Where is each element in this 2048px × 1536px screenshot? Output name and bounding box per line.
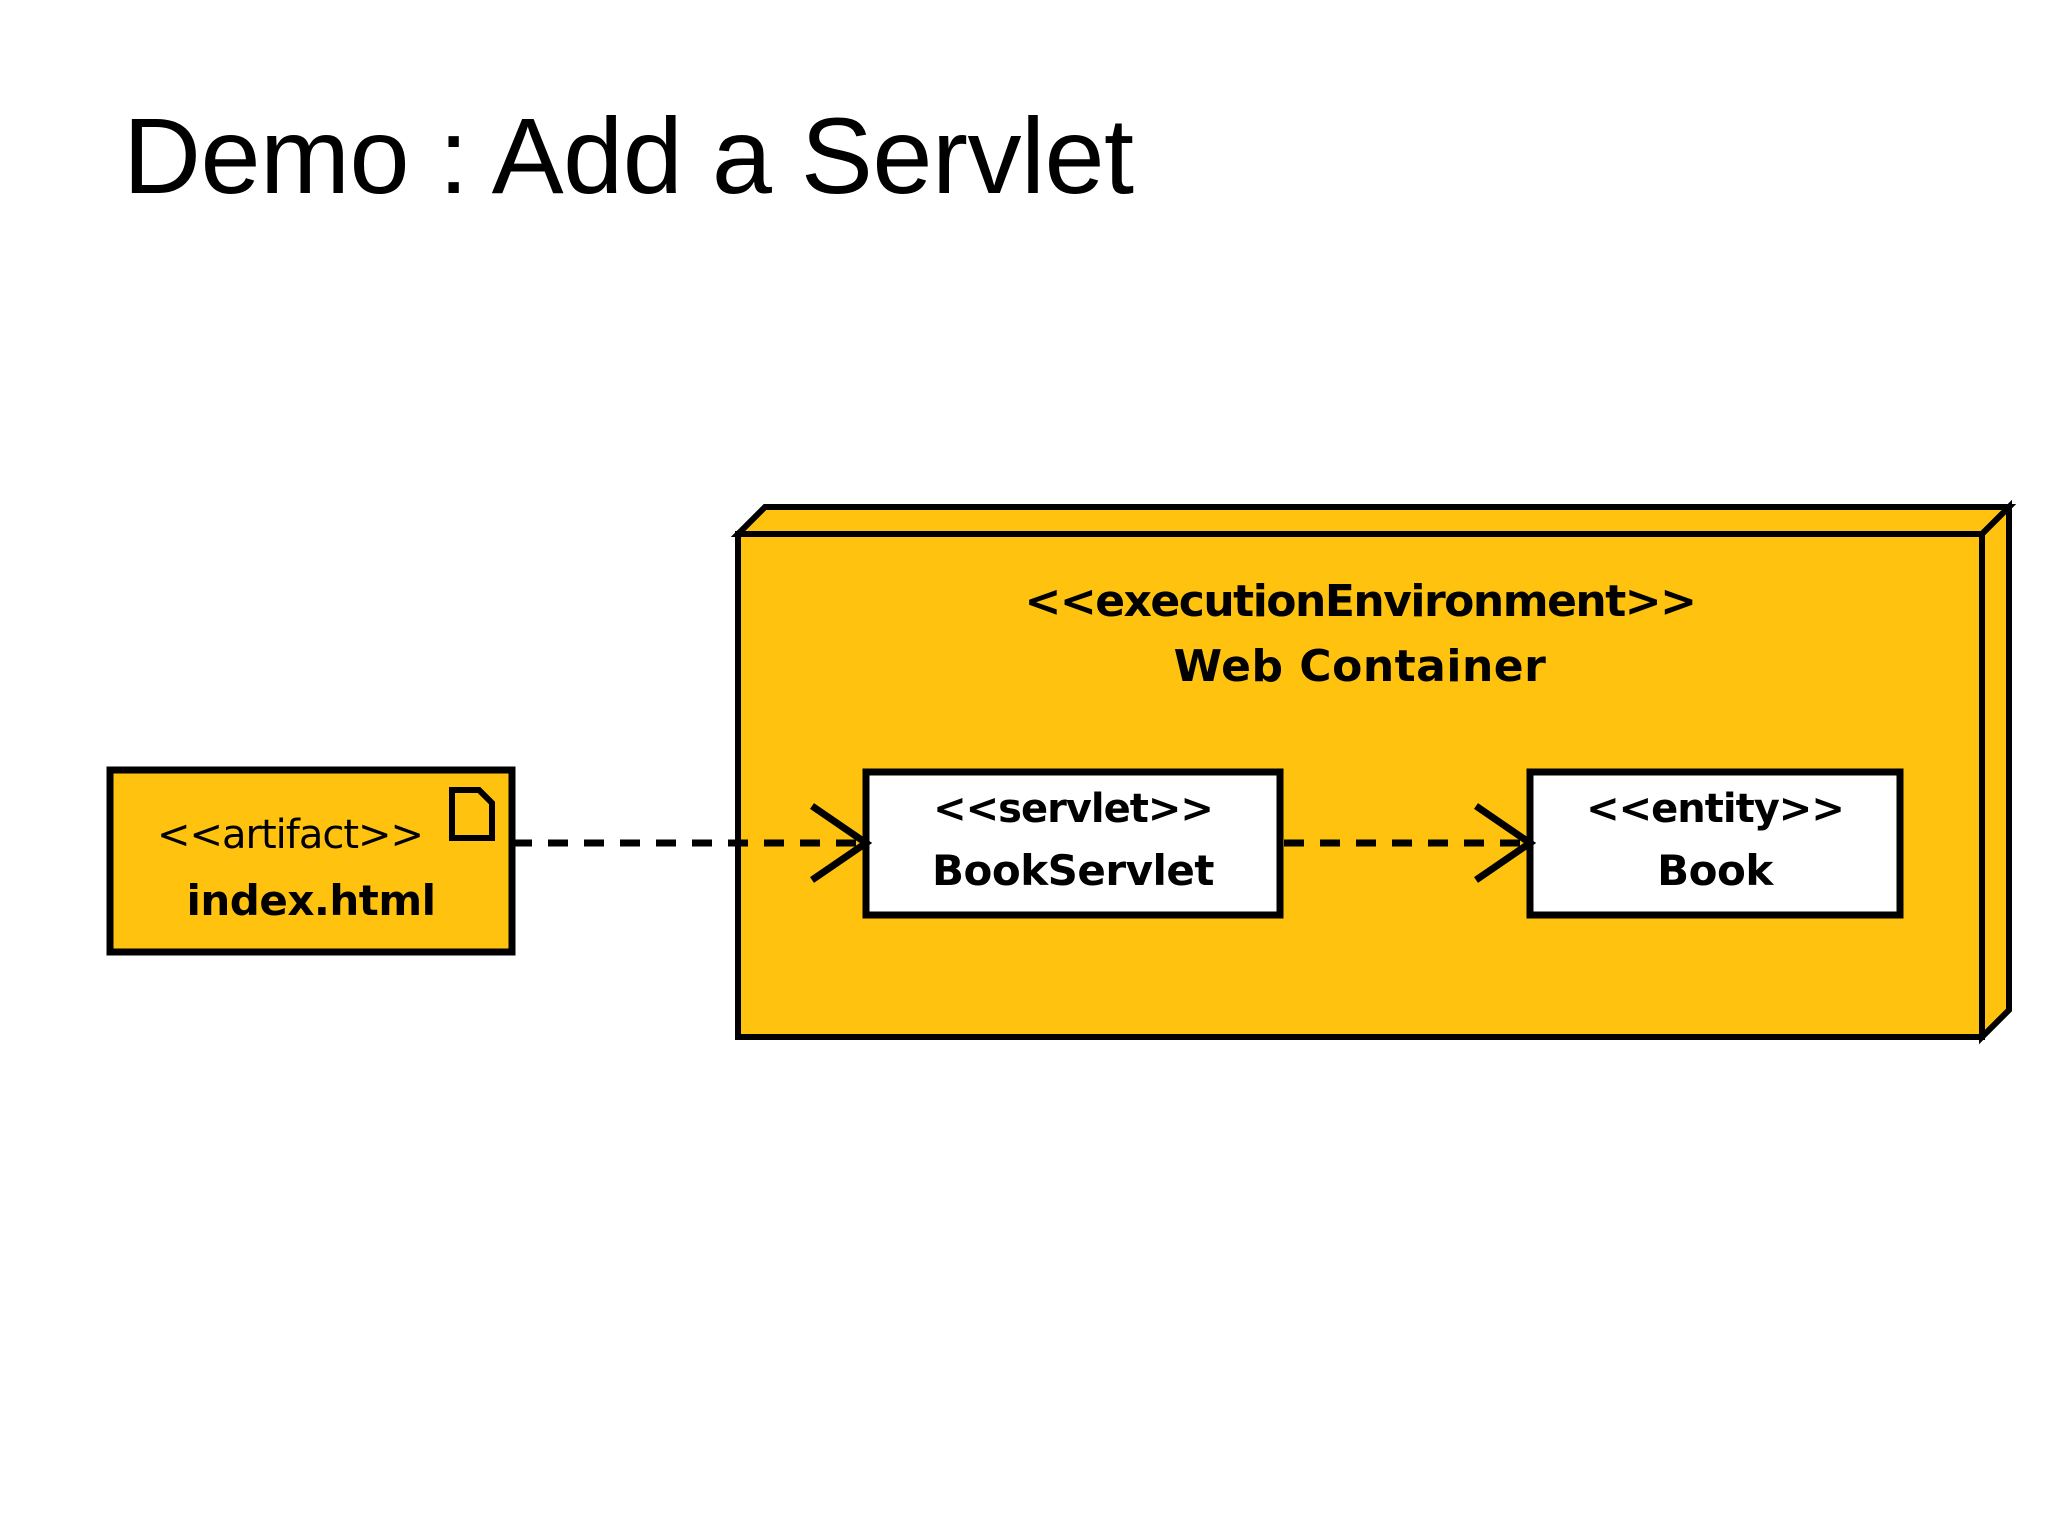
artifact-node[interactable] [106, 766, 516, 956]
arrowhead-open-2 [1474, 803, 1537, 883]
artifact-box [106, 766, 516, 956]
dependency-artifact-to-servlet[interactable] [512, 803, 873, 883]
dependency-servlet-to-entity[interactable] [1284, 803, 1537, 883]
entity-box [1526, 768, 1904, 919]
entity-component[interactable] [1526, 768, 1904, 919]
page-title: Demo : Add a Servlet [123, 95, 1134, 216]
servlet-component[interactable] [862, 768, 1284, 919]
document-icon [449, 787, 495, 841]
node-right-face [1979, 499, 2012, 1045]
arrowhead-open-1 [810, 803, 873, 883]
servlet-box [862, 768, 1284, 919]
node-top-face [730, 504, 2017, 537]
